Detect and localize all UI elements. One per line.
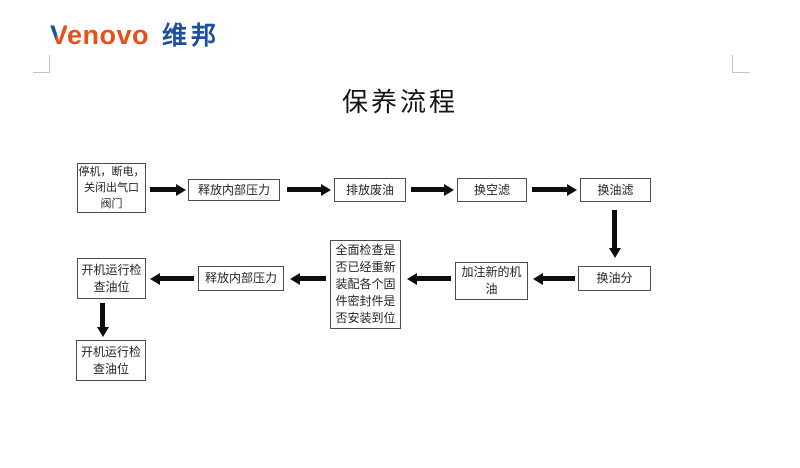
arrow-right-3-icon xyxy=(411,183,454,196)
logo-brand-text: Venovo xyxy=(50,22,149,49)
flow-node-release-pressure-2: 释放内部压力 xyxy=(198,266,284,291)
arrow-right-4-icon xyxy=(532,183,577,196)
page-margin-mark-top-left xyxy=(33,55,50,73)
flow-node-drain-waste-oil: 排放废油 xyxy=(334,178,406,202)
page-title: 保养流程 xyxy=(341,88,458,117)
arrow-left-2-icon xyxy=(407,272,451,285)
flow-node-release-pressure-1: 释放内部压力 xyxy=(188,179,280,201)
flow-node-replace-oil-separator: 换油分 xyxy=(578,266,651,291)
logo-brand-v: V xyxy=(50,20,68,50)
arrow-down-2-icon xyxy=(96,303,109,337)
logo-brand-rest: enovo xyxy=(67,20,150,50)
arrow-left-1-icon xyxy=(533,272,575,285)
page-margin-mark-top-right xyxy=(732,55,750,73)
flow-node-add-new-oil: 加注新的机 油 xyxy=(455,262,528,300)
arrow-right-2-icon xyxy=(287,183,331,196)
arrow-right-1-icon xyxy=(150,183,186,196)
arrow-down-1-icon xyxy=(608,210,621,258)
venovo-logo: Venovo 维邦 xyxy=(50,22,220,49)
arrow-left-4-icon xyxy=(150,272,194,285)
flow-node-full-inspection: 全面检查是 否已经重新 装配各个固 件密封件是 否安装到位 xyxy=(330,240,401,329)
flow-node-replace-oil-filter: 换油滤 xyxy=(580,178,651,202)
flow-node-replace-air-filter: 换空滤 xyxy=(457,178,527,202)
arrow-left-3-icon xyxy=(290,272,326,285)
flow-node-startup-check-oil-level-2: 开机运行检 查油位 xyxy=(76,340,146,381)
flow-node-startup-check-oil-level-1: 开机运行检 查油位 xyxy=(77,258,146,299)
logo-brand-chinese: 维邦 xyxy=(162,22,221,50)
flow-node-shutdown: 停机，断电， 关闭出气口 阀门 xyxy=(77,163,146,213)
